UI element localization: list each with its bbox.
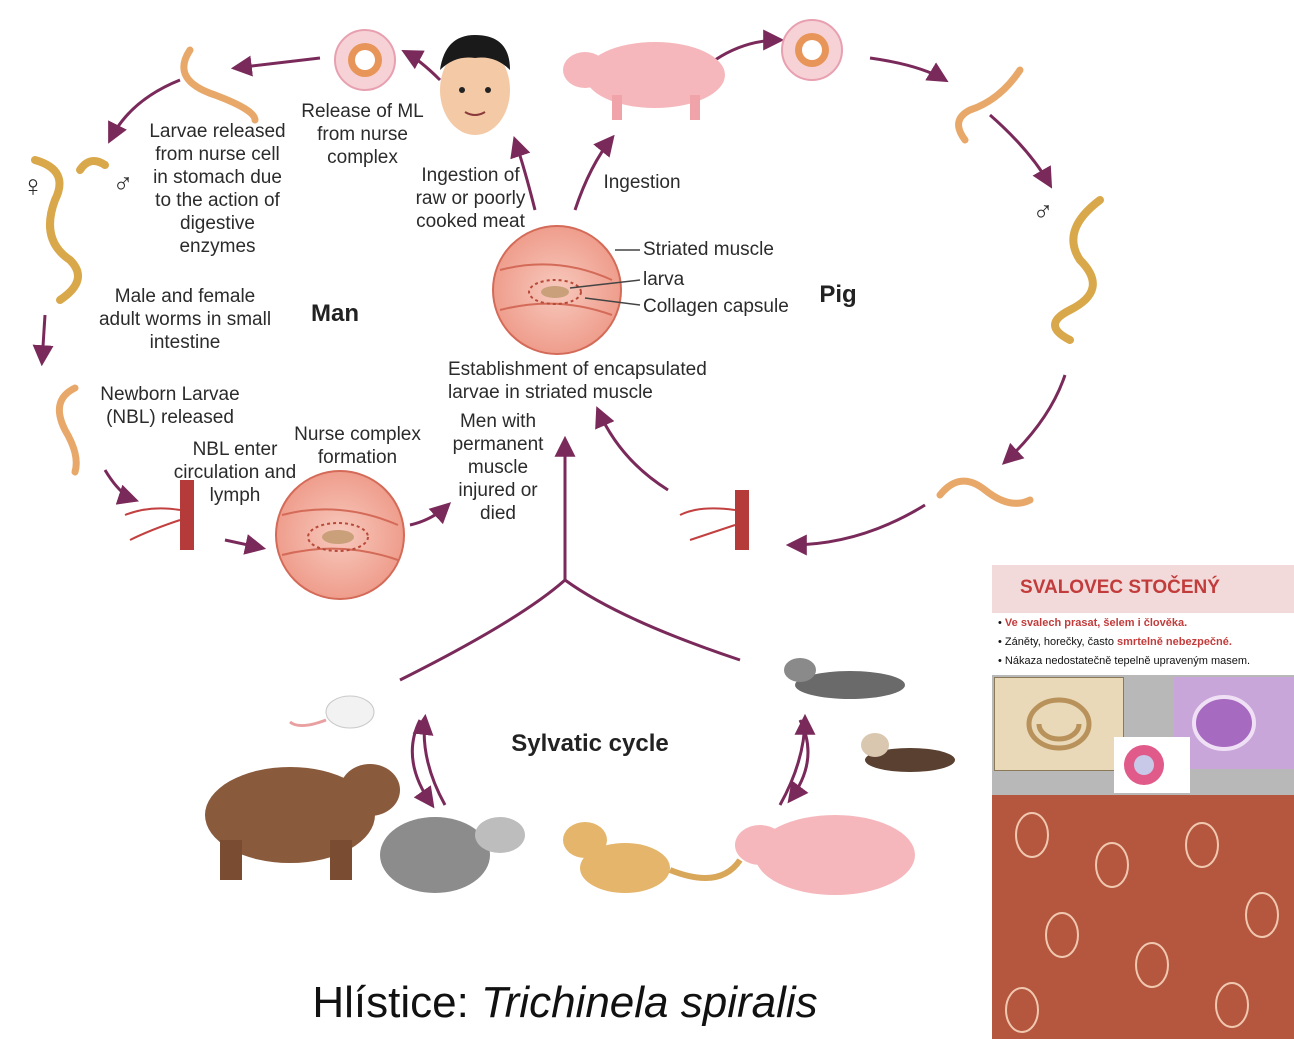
label-pig: Pig <box>808 283 868 306</box>
label-nbl-released: Newborn Larvae (NBL) released <box>85 383 255 429</box>
pig-sylvatic-icon <box>735 815 915 895</box>
caption-species: Trichinela spiralis <box>481 978 818 1027</box>
label-collagen-capsule: Collagen capsule <box>643 295 813 318</box>
slide-bullet-1-text: Ve svalech prasat, šelem i člověka. <box>1005 617 1187 629</box>
slide-cyst-illustration <box>1114 737 1190 793</box>
slide-title: SVALOVEC STOČENÝ <box>1000 577 1240 599</box>
slide-bullet-2-text-b: smrtelně nebezpečné. <box>1117 636 1232 648</box>
slide-bullet-2: • Záněty, horečky, často smrtelně nebezp… <box>998 636 1232 648</box>
raccoon-dog-icon <box>380 817 525 893</box>
label-sylvatic-cycle: Sylvatic cycle <box>490 732 690 755</box>
slide-tissue-image <box>992 795 1294 1039</box>
label-striated-muscle: Striated muscle <box>643 238 803 261</box>
male-symbol-pig: ♂ <box>1028 200 1058 223</box>
nurse-cell-top-left <box>335 30 395 90</box>
label-larva: larva <box>643 268 723 291</box>
bear-icon <box>205 764 400 880</box>
label-men-permanent: Men with permanent muscle injured or die… <box>438 410 558 525</box>
adult-worms-pig <box>1055 200 1100 340</box>
slide-bullet-3-text: Nákaza nedostatečně tepelně upraveným ma… <box>1005 655 1250 667</box>
ferret-icon <box>861 733 955 772</box>
label-establishment: Establishment of encapsulated larvae in … <box>448 358 748 404</box>
caption: Hlístice: Trichinela spiralis <box>0 978 1130 1028</box>
caption-prefix: Hlístice: <box>312 978 481 1027</box>
label-larvae-released: Larvae released from nurse cell in stoma… <box>130 120 305 258</box>
label-ingestion-raw: Ingestion of raw or poorly cooked meat <box>398 164 543 233</box>
label-adult-worms: Male and female adult worms in small int… <box>80 285 290 354</box>
muscle-tissue-cysts-icon <box>992 795 1294 1039</box>
label-nurse-complex: Nurse complex formation <box>280 423 435 469</box>
slide-header: SVALOVEC STOČENÝ <box>992 565 1294 615</box>
marten-icon <box>784 658 905 699</box>
slide-thumbnail: SVALOVEC STOČENÝ • Ve svalech prasat, še… <box>992 565 1294 1039</box>
coiled-larva-icon <box>995 678 1123 770</box>
blood-vessel-right <box>680 490 749 550</box>
slide-histology-image <box>1174 677 1294 769</box>
pig-icon <box>563 42 725 120</box>
label-ingestion: Ingestion <box>592 171 692 194</box>
human-face-icon <box>440 35 510 135</box>
slide-bullet-1: • Ve svalech prasat, šelem i člověka. <box>998 617 1187 629</box>
muscle-circle-center <box>493 226 621 354</box>
histology-cyst-icon <box>1174 677 1294 769</box>
nurse-cell-top-right <box>782 20 842 80</box>
cyst-illustration-icon <box>1114 737 1190 793</box>
label-release-ml: Release of ML from nurse complex <box>285 100 440 169</box>
rat-icon <box>290 696 374 728</box>
slide-bullet-3: • Nákaza nedostatečně tepelně upraveným … <box>998 655 1250 667</box>
female-symbol: ♀ <box>18 175 48 198</box>
male-symbol-human: ♂ <box>108 172 138 195</box>
ocelot-icon <box>563 822 740 893</box>
slide-larva-image <box>994 677 1124 771</box>
slide-bullet-2-text-a: Záněty, horečky, často <box>1005 636 1117 648</box>
slide-bullets: • Ve svalech prasat, šelem i člověka. • … <box>992 613 1294 675</box>
label-man: Man <box>300 302 370 325</box>
